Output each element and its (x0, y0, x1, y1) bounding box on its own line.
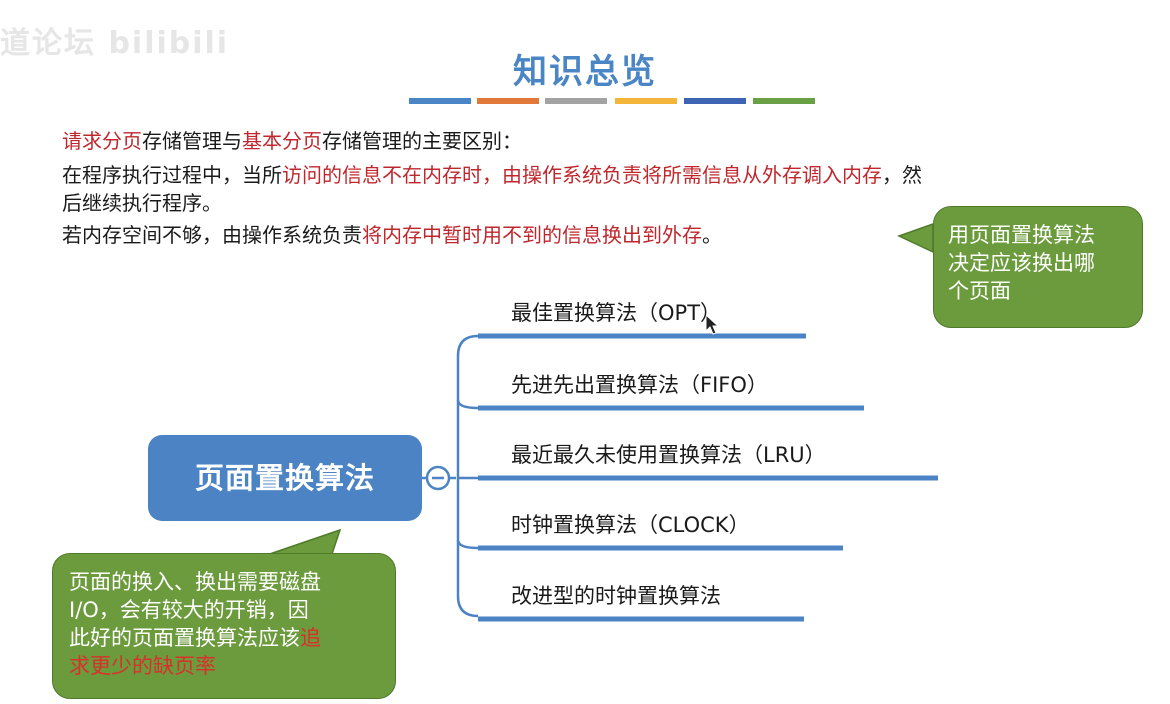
intro-text: 存储管理与 (142, 129, 242, 153)
page-title: 知识总览 (513, 52, 657, 92)
highlight-page-out: 将内存中暂时用不到的信息换出到外存 (362, 223, 702, 247)
term-demand-paging: 请求分页 (62, 129, 142, 153)
branch-lru[interactable]: 最近最久未使用置换算法（LRU） (511, 443, 826, 467)
watermark: 道论坛 bilibili (0, 26, 230, 61)
color-bar-6 (753, 98, 815, 104)
callout-right: 用页面置换算法 决定应该换出哪 个页面 (933, 206, 1143, 328)
color-bar-2 (477, 98, 539, 104)
callout-right-pointer (897, 222, 934, 254)
callout-left-highlight: 追 (300, 626, 321, 650)
color-bar-3 (545, 98, 607, 104)
intro-line-2: 在程序执行过程中，当所访问的信息不在内存时，由操作系统负责将所需信息从外存调入内… (62, 162, 922, 188)
callout-left: 页面的换入、换出需要磁盘 I/O，会有较大的开销，因 此好的页面置换算法应该追 … (52, 553, 396, 699)
intro-text: 。 (702, 223, 722, 247)
highlight-page-in: 访问的信息不在内存时，由操作系统负责将所需信息从外存调入内存 (282, 163, 882, 187)
callout-left-line: 此好的页面置换算法应该追 (69, 624, 395, 652)
intro-text: 若内存空间不够，由操作系统负责 (62, 223, 362, 247)
intro-text: 在程序执行过程中，当所 (62, 163, 282, 187)
intro-text: 存储管理的主要区别： (322, 129, 522, 153)
color-bar-4 (615, 98, 677, 104)
branch-clock[interactable]: 时钟置换算法（CLOCK） (511, 513, 750, 537)
intro-text: ，然 (882, 163, 922, 187)
branch-curve-4 (456, 539, 479, 550)
intro-line-4: 若内存空间不够，由操作系统负责将内存中暂时用不到的信息换出到外存。 (62, 222, 722, 248)
callout-left-highlight: 求更少的缺页率 (69, 654, 216, 678)
term-basic-paging: 基本分页 (242, 129, 322, 153)
branch-fifo[interactable]: 先进先出置换算法（FIFO） (511, 373, 768, 397)
callout-left-line: 页面的换入、换出需要磁盘 (69, 570, 321, 594)
callout-right-line: 决定应该换出哪 (948, 251, 1095, 275)
mindmap-root-node[interactable]: 页面置换算法 (148, 435, 422, 521)
branch-spine (456, 334, 479, 618)
branch-curve-2 (456, 399, 479, 410)
callout-right-line: 用页面置换算法 (948, 223, 1095, 247)
intro-line-3: 后继续执行程序。 (62, 191, 222, 215)
mouse-cursor-icon (705, 313, 720, 335)
branch-improved-clock[interactable]: 改进型的时钟置换算法 (511, 584, 721, 608)
callout-right-line: 个页面 (948, 279, 1011, 303)
callout-left-line: I/O，会有较大的开销，因 (69, 598, 309, 622)
callout-left-text: 此好的页面置换算法应该 (69, 626, 300, 650)
branch-opt[interactable]: 最佳置换算法（OPT） (511, 301, 722, 325)
color-bar-1 (409, 98, 471, 104)
color-bar-5 (684, 98, 746, 104)
intro-line-1: 请求分页存储管理与基本分页存储管理的主要区别： (62, 128, 522, 154)
callout-left-line: 求更少的缺页率 (69, 652, 395, 680)
